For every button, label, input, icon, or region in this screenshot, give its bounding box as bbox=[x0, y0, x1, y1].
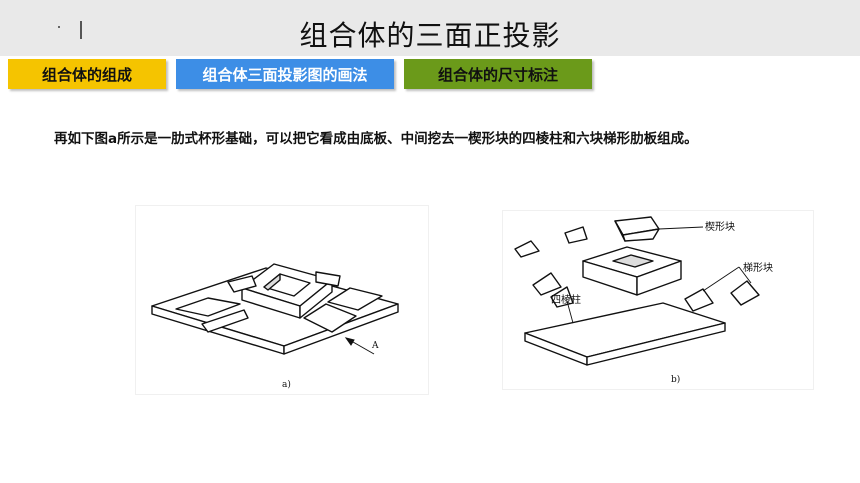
body-paragraph: 再如下图a所示是一肋式杯形基础，可以把它看成由底板、中间挖去一楔形块的四棱柱和六… bbox=[54, 131, 698, 147]
tab-projection-drawing[interactable]: 组合体三面投影图的画法 bbox=[176, 59, 394, 89]
figure-a-drawing: A a) bbox=[151, 263, 399, 390]
page-title: 组合体的三面正投影 bbox=[299, 19, 561, 52]
header-bar: 组合体的三面正投影 bbox=[0, 0, 860, 56]
label-prism: 四棱柱 bbox=[551, 293, 581, 306]
tab-dimensioning[interactable]: 组合体的尺寸标注 bbox=[404, 59, 592, 89]
figure-b-caption: b) bbox=[671, 374, 680, 385]
figure-a-foundation: A a) bbox=[135, 205, 429, 395]
header-decoration-line bbox=[80, 21, 82, 39]
figure-a-caption: a) bbox=[282, 379, 291, 390]
figure-b-drawing: 楔形块 梯形块 四棱柱 b) bbox=[514, 216, 773, 385]
header-decoration-dot bbox=[58, 26, 60, 28]
figure-b-exploded-parts: 楔形块 梯形块 四棱柱 b) bbox=[502, 210, 814, 390]
tab-composition[interactable]: 组合体的组成 bbox=[8, 59, 166, 89]
figure-a-arrow-label: A bbox=[371, 341, 379, 351]
label-trapezoid-block: 梯形块 bbox=[743, 261, 773, 274]
label-wedge-block: 楔形块 bbox=[705, 221, 735, 233]
